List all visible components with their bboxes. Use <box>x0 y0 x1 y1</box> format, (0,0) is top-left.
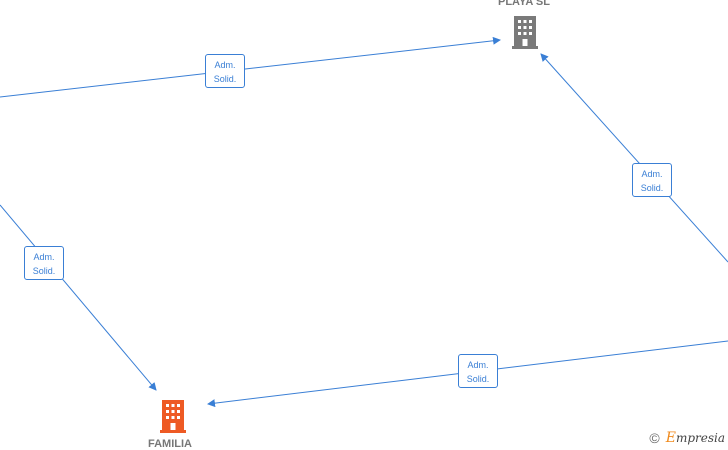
edge-label-line: Solid. <box>213 74 237 84</box>
brand-first-letter: E <box>665 430 676 446</box>
edge-line <box>0 204 157 391</box>
edge-label-line: Adm. <box>33 252 55 262</box>
company-name-label[interactable]: PLAYA SL <box>498 0 550 8</box>
brand-watermark: © Empresia <box>649 430 725 446</box>
edge-label-line: Adm. <box>641 169 663 179</box>
edge-label: Adm. Solid. <box>458 354 498 388</box>
edge-label-line: Adm. <box>467 360 489 370</box>
brand-name-rest: mpresia <box>675 431 725 445</box>
edge-label: Adm. Solid. <box>632 163 672 197</box>
edge-label-line: Solid. <box>640 183 664 193</box>
edge-line <box>540 53 728 263</box>
brand-name: Empresia <box>666 430 725 446</box>
company-name-label[interactable]: FAMILIA <box>148 438 192 450</box>
edge-label-line: Solid. <box>32 266 56 276</box>
edge-label-line: Adm. <box>214 60 236 70</box>
building-icon[interactable] <box>160 400 186 433</box>
edge-label: Adm. Solid. <box>205 54 245 88</box>
edge-label-line: Solid. <box>466 374 490 384</box>
edge-label: Adm. Solid. <box>24 246 64 280</box>
edge-line <box>0 36 501 98</box>
building-icon[interactable] <box>512 16 538 49</box>
copyright-icon: © <box>649 430 660 446</box>
